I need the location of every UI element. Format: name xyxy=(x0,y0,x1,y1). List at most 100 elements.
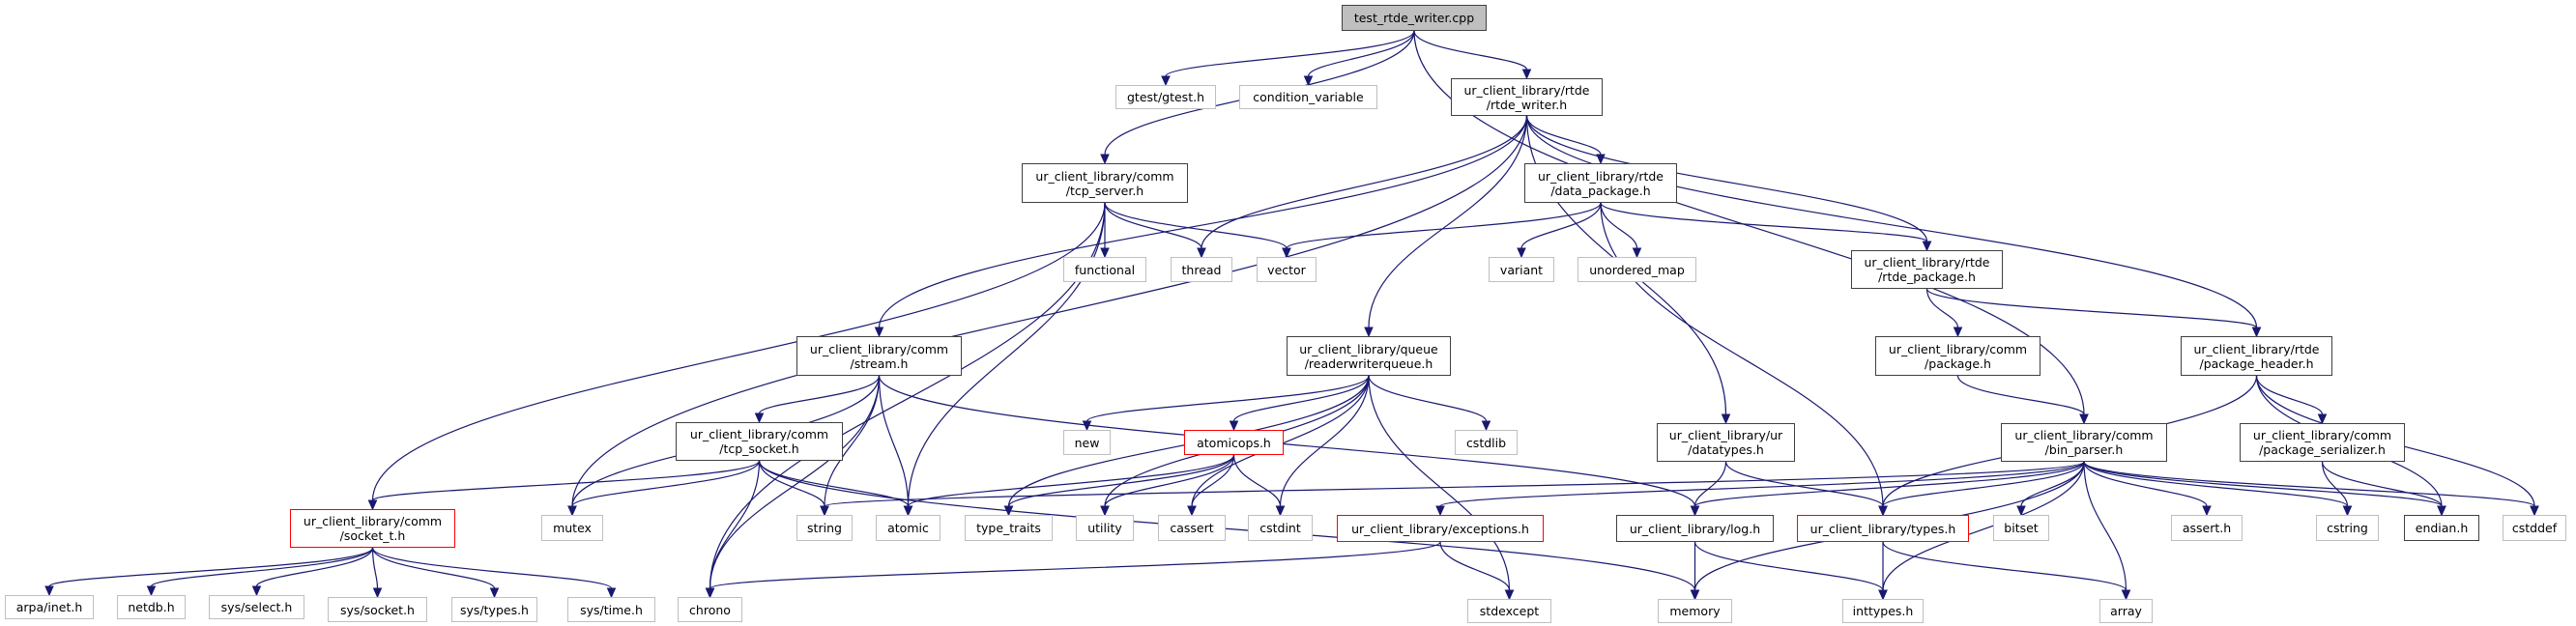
edge-rtde_writer-to-rwqueue xyxy=(1368,115,1528,328)
edge-log-to-inttypes xyxy=(1693,541,1884,591)
node-arpa[interactable]: arpa/inet.h xyxy=(5,595,94,619)
arrowhead-icon xyxy=(874,327,884,338)
node-variant[interactable]: variant xyxy=(1489,257,1554,282)
node-types[interactable]: ur_client_library/types.h xyxy=(1797,515,1969,542)
arrowhead-icon xyxy=(489,587,500,599)
node-data-package[interactable]: ur_client_library/rtde /data_package.h xyxy=(1524,163,1677,203)
node-functional[interactable]: functional xyxy=(1063,257,1146,282)
node-exceptions[interactable]: ur_client_library/exceptions.h xyxy=(1337,515,1544,542)
edge-data_package-to-types xyxy=(1600,202,1884,507)
node-sys-time[interactable]: sys/time.h xyxy=(567,597,655,622)
arrowhead-icon xyxy=(1303,75,1314,87)
node-rtde-writer[interactable]: ur_client_library/rtde /rtde_writer.h xyxy=(1451,78,1603,116)
node-socket-t[interactable]: ur_client_library/comm /socket_t.h xyxy=(290,509,455,548)
node-rtde-package[interactable]: ur_client_library/rtde /rtde_package.h xyxy=(1851,250,2003,289)
node-array[interactable]: array xyxy=(2099,599,2153,623)
node-vector[interactable]: vector xyxy=(1257,257,1317,282)
edge-tcp_socket-to-atomic xyxy=(758,460,910,507)
node-bin-parser[interactable]: ur_client_library/comm /bin_parser.h xyxy=(2001,423,2167,462)
edge-data_package-to-unordered_map xyxy=(1600,202,1638,249)
node-cstring[interactable]: cstring xyxy=(2316,515,2379,541)
node-cstdlib[interactable]: cstdlib xyxy=(1455,430,1518,455)
node-string[interactable]: string xyxy=(796,515,853,541)
node-rwqueue[interactable]: ur_client_library/queue /readerwriterque… xyxy=(1287,336,1451,376)
node-package-serializer[interactable]: ur_client_library/comm /package_serializ… xyxy=(2240,423,2405,462)
edge-tcp_server-to-atomic xyxy=(907,202,1106,507)
node-log[interactable]: ur_client_library/log.h xyxy=(1616,515,1774,542)
node-unordered-map[interactable]: unordered_map xyxy=(1577,257,1696,282)
edge-bin_parser-to-cstring xyxy=(2083,461,2349,507)
node-sys-select[interactable]: sys/select.h xyxy=(209,595,304,619)
node-assert-h[interactable]: assert.h xyxy=(2171,515,2243,541)
edge-bin_parser-to-endian xyxy=(2083,461,2443,507)
node-thread[interactable]: thread xyxy=(1171,257,1232,282)
node-chrono[interactable]: chrono xyxy=(678,597,742,622)
node-gtest[interactable]: gtest/gtest.h xyxy=(1115,85,1216,109)
arrowhead-icon xyxy=(1878,505,1888,517)
node-memory[interactable]: memory xyxy=(1658,599,1732,623)
edge-socket_t-to-arpa xyxy=(48,547,374,587)
edge-datatypes-to-types xyxy=(1724,461,1884,507)
node-type-traits[interactable]: type_traits xyxy=(965,515,1053,541)
edge-package_header-to-package_serializer xyxy=(2255,375,2324,415)
arrowhead-icon xyxy=(2437,505,2446,517)
node-stdexcept[interactable]: stdexcept xyxy=(1467,599,1551,623)
arrowhead-icon xyxy=(1521,69,1532,80)
node-atomicops[interactable]: atomicops.h xyxy=(1184,430,1284,455)
edge-tcp_socket-to-string xyxy=(758,460,825,507)
node-cstddef[interactable]: cstddef xyxy=(2503,515,2566,541)
edge-datatypes-to-log xyxy=(1693,461,1727,507)
edge-rwqueue-to-new xyxy=(1085,375,1370,422)
arrowhead-icon xyxy=(1161,75,1171,87)
edge-atomicops-to-utility xyxy=(1104,454,1235,507)
edge-rtde_writer-to-package_header xyxy=(1525,115,2258,328)
node-sys-types[interactable]: sys/types.h xyxy=(451,597,537,622)
arrowhead-icon xyxy=(1282,247,1291,259)
node-cstdint[interactable]: cstdint xyxy=(1248,515,1313,541)
arrowhead-icon xyxy=(2079,413,2089,425)
edge-bin_parser-to-types xyxy=(1882,461,2085,507)
edge-rwqueue-to-cstdlib xyxy=(1368,375,1488,422)
edge-rtde_writer-to-mutex xyxy=(571,115,1528,507)
node-tcp-socket[interactable]: ur_client_library/comm /tcp_socket.h xyxy=(676,422,843,461)
edge-tcp_socket-to-socket_t xyxy=(371,460,761,501)
edge-exceptions-to-stdexcept xyxy=(1439,541,1511,591)
arrowhead-icon xyxy=(146,585,157,597)
arrowhead-icon xyxy=(567,505,577,517)
edge-rtde_package-to-package_header xyxy=(1925,288,2258,328)
node-package-header[interactable]: ur_client_library/rtde /package_header.h xyxy=(2181,336,2332,376)
arrowhead-icon xyxy=(2317,413,2328,425)
node-new[interactable]: new xyxy=(1063,430,1111,455)
node-mutex[interactable]: mutex xyxy=(541,515,603,541)
edge-tcp_socket-to-memory xyxy=(758,460,1696,591)
arrowhead-icon xyxy=(1953,327,1963,338)
node-stream[interactable]: ur_client_library/comm /stream.h xyxy=(796,336,962,376)
node-root[interactable]: test_rtde_writer.cpp xyxy=(1342,5,1487,31)
edge-stream-to-tcp_socket xyxy=(758,375,881,414)
node-inttypes[interactable]: inttypes.h xyxy=(1842,599,1924,623)
node-datatypes[interactable]: ur_client_library/ur /datatypes.h xyxy=(1657,423,1795,462)
node-cassert[interactable]: cassert xyxy=(1158,515,1226,541)
edge-socket_t-to-netdb xyxy=(150,547,374,587)
edge-bin_parser-to-inttypes xyxy=(1882,461,2085,591)
node-bitset[interactable]: bitset xyxy=(1993,515,2049,541)
edge-bin_parser-to-log xyxy=(1693,461,2085,507)
node-condvar[interactable]: condition_variable xyxy=(1239,85,1377,109)
edge-root-to-condvar xyxy=(1307,30,1415,77)
arrowhead-icon xyxy=(1721,413,1731,425)
node-utility[interactable]: utility xyxy=(1076,515,1134,541)
arrowhead-icon xyxy=(903,505,913,517)
arrowhead-icon xyxy=(2121,589,2131,601)
node-package[interactable]: ur_client_library/comm /package.h xyxy=(1875,336,2041,376)
edge-bin_parser-to-array xyxy=(2083,461,2127,591)
node-sys-socket[interactable]: sys/socket.h xyxy=(328,597,427,622)
arrowhead-icon xyxy=(1229,420,1239,432)
edge-types-to-array xyxy=(1882,541,2127,591)
arrowhead-icon xyxy=(2251,327,2262,338)
node-netdb[interactable]: netdb.h xyxy=(117,595,186,619)
arrowhead-icon xyxy=(1435,505,1445,517)
edge-data_package-to-rtde_package xyxy=(1600,202,1928,242)
node-tcp-server[interactable]: ur_client_library/comm /tcp_server.h xyxy=(1022,163,1188,203)
node-atomic[interactable]: atomic xyxy=(876,515,941,541)
node-endian[interactable]: endian.h xyxy=(2404,515,2479,541)
